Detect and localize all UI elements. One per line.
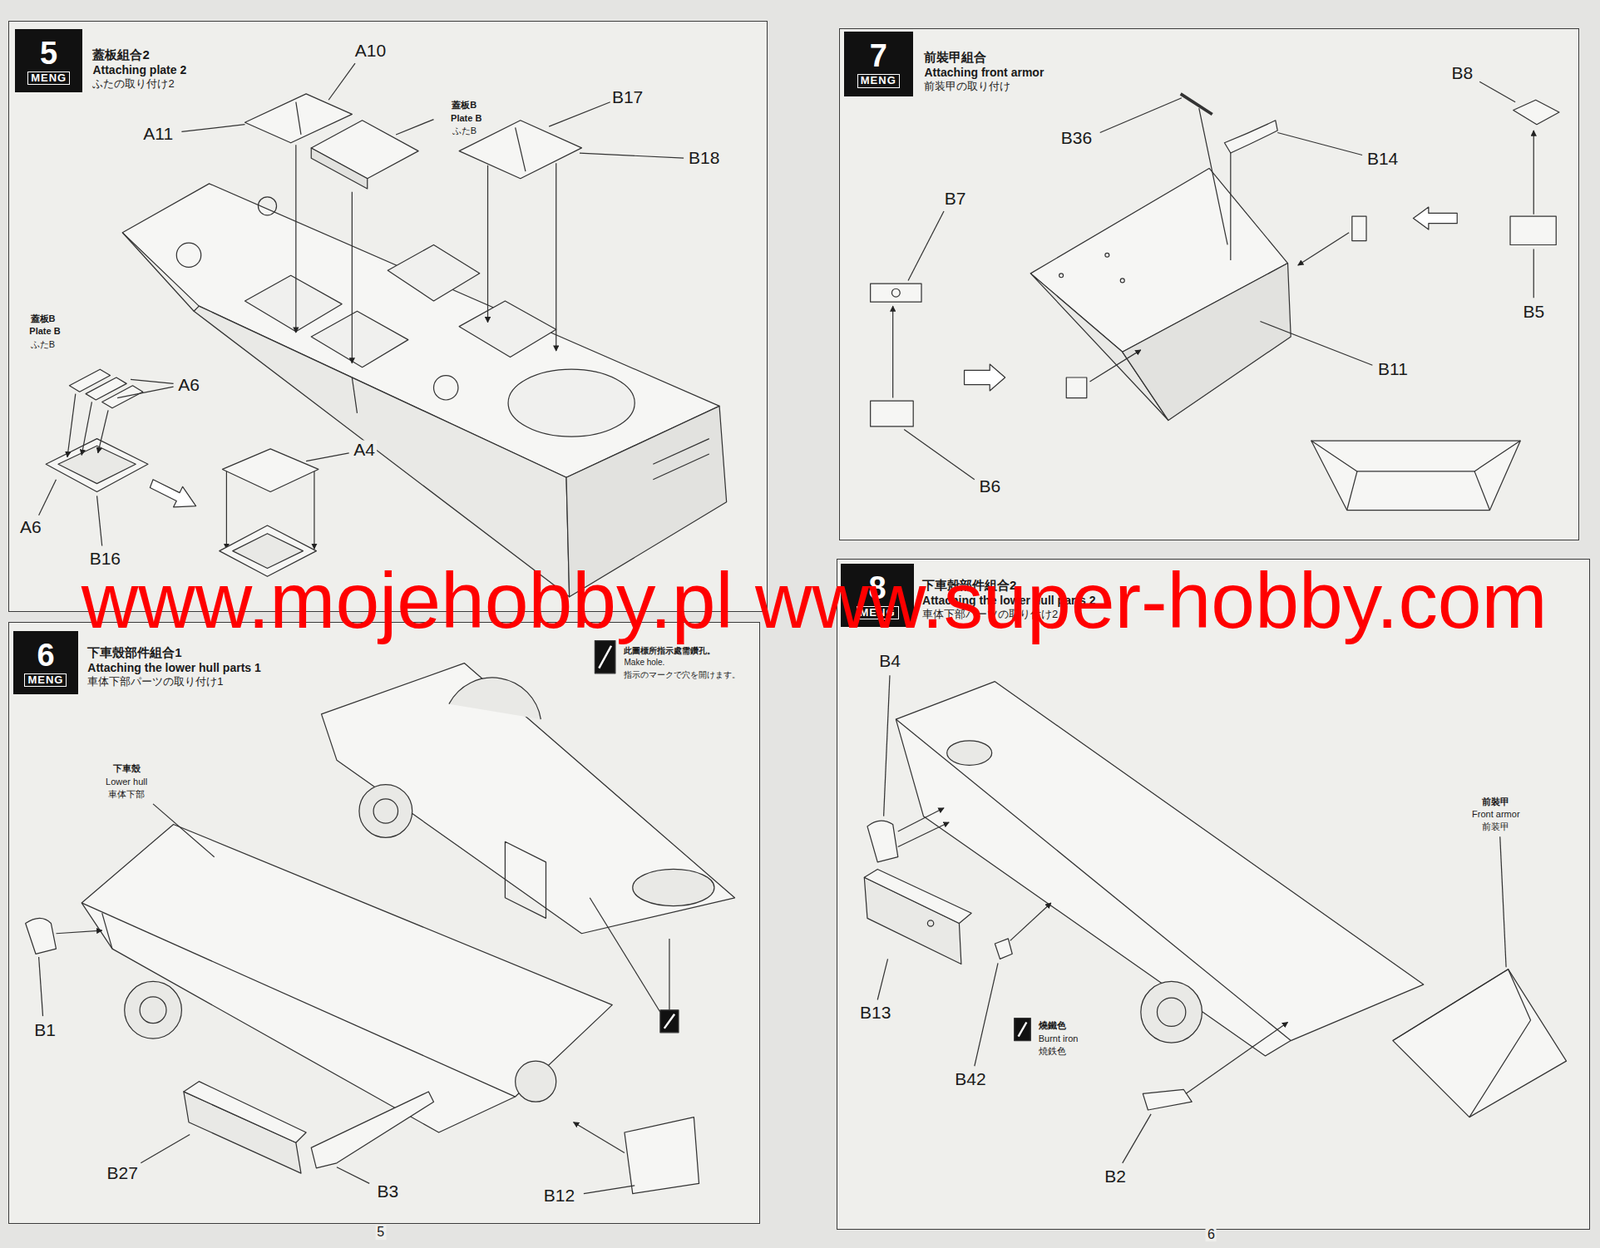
note-text: 燒鐵色	[1037, 1020, 1068, 1031]
part-number: A6	[18, 518, 44, 538]
note-text: Lower hull	[103, 776, 149, 787]
step-title-english: Attaching front armor	[923, 65, 1044, 80]
step-panel: 前裝甲組合Attaching front armor前装甲の取り付け 7MENG	[839, 28, 1581, 541]
step-number-box: 6MENG	[13, 631, 80, 695]
part-number: A10	[353, 41, 388, 61]
step-title: 前裝甲組合	[923, 49, 987, 65]
step-number: 7	[869, 39, 888, 72]
part-number: B36	[1059, 128, 1094, 148]
note-text: Burnt iron	[1037, 1033, 1081, 1044]
note-text: ふたB	[450, 125, 479, 136]
part-number: B42	[953, 1070, 988, 1090]
step-number-box: 5MENG	[14, 29, 83, 93]
note-text: 指示のマークで穴を開けます。	[622, 670, 742, 680]
brand-logo: MENG	[857, 74, 900, 88]
note-text: Make hole.	[622, 657, 667, 667]
note-text: Front armor	[1470, 809, 1521, 820]
step-title: 下車殼部件組合1	[87, 645, 182, 660]
step-number: 5	[39, 37, 58, 70]
step-number: 6	[36, 639, 55, 672]
note-text: Plate B	[449, 113, 484, 124]
brand-logo: MENG	[27, 71, 70, 85]
step-panel: 下車殼部件組合1Attaching the lower hull parts 1…	[8, 622, 761, 1225]
step-number-box: 7MENG	[844, 31, 914, 98]
part-number: B5	[1520, 302, 1546, 322]
part-number: B27	[105, 1164, 140, 1184]
part-number: A6	[176, 375, 202, 395]
note-text: 焼鉄色	[1037, 1046, 1068, 1057]
part-number: B12	[542, 1186, 577, 1206]
part-number: B4	[877, 651, 903, 672]
note-text: 此圖標所指示處需鑽孔。	[622, 645, 717, 655]
note-text: 蓋板B	[29, 313, 58, 324]
note-text: 蓋板B	[449, 99, 479, 110]
part-number: B11	[1376, 360, 1410, 380]
step-title-english: Attaching plate 2	[92, 63, 187, 77]
note-text: ふたB	[29, 338, 57, 349]
part-number: B2	[1102, 1166, 1128, 1186]
brand-logo: MENG	[24, 673, 67, 687]
step-title-english: Attaching the lower hull parts 1	[87, 661, 261, 675]
part-number: B17	[610, 87, 645, 107]
watermark: www.mojehobby.pl www.super-hobby.com	[81, 560, 1548, 640]
part-number: B6	[977, 477, 1003, 497]
step-title-japanese: ふたの取り付け2	[92, 78, 174, 91]
part-number: B14	[1365, 149, 1400, 169]
note-text: 前裝甲	[1480, 796, 1512, 807]
step-title-japanese: 車体下部パーツの取り付け1	[87, 676, 223, 689]
note-text: 車体下部	[106, 789, 147, 800]
part-number: A4	[351, 440, 377, 460]
page-number: 6	[1205, 1227, 1217, 1243]
part-number: B3	[375, 1182, 400, 1202]
part-number: B13	[858, 1003, 893, 1023]
step-title: 蓋板組合2	[92, 47, 149, 62]
step-title-japanese: 前装甲の取り付け	[923, 80, 1011, 94]
note-text: 前装甲	[1480, 821, 1512, 832]
step-panel: 下車殼部件組合2Attaching the lower hull parts 2…	[836, 558, 1591, 1230]
part-number: B1	[32, 1021, 58, 1041]
note-text: Plate B	[27, 325, 62, 336]
step-panel: 蓋板組合2Attaching plate 2ふたの取り付け2 5MENG	[8, 20, 768, 613]
part-number: B7	[943, 189, 968, 209]
part-number: B18	[686, 148, 721, 168]
part-number: B8	[1450, 64, 1476, 84]
note-text: 下車殼	[111, 763, 143, 774]
part-number: A11	[141, 123, 175, 144]
page-number: 5	[375, 1224, 386, 1240]
